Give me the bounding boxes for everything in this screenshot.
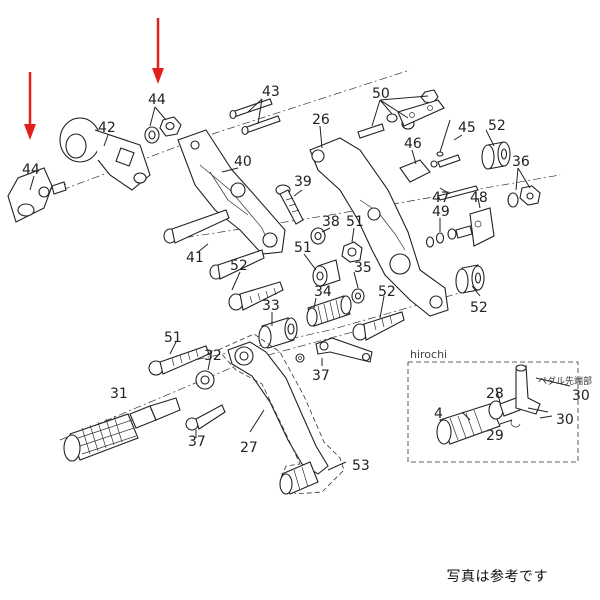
reference-photo-caption: 写真は参考です	[446, 569, 548, 585]
part-37-bolt-lower	[185, 404, 226, 431]
inset-note-pedal-tip: ペダル先端部	[538, 375, 592, 387]
callout-37-upper: 37	[312, 368, 330, 384]
callout-52-left: 52	[230, 258, 248, 274]
callout-33: 33	[262, 298, 280, 314]
part-40-mount-plate	[177, 129, 286, 255]
callout-45: 45	[458, 120, 476, 136]
part-39-pin	[275, 184, 304, 225]
callout-51-middle: 51	[346, 214, 364, 230]
part-51-bolt-left	[148, 345, 210, 376]
part-51-nut-middle	[341, 241, 363, 263]
part-44-nut-washer	[144, 116, 182, 144]
callout-52-lower: 52	[378, 284, 396, 300]
part-33-bearing	[258, 317, 298, 349]
callout-43: 43	[262, 84, 280, 100]
callout-37-lower: 37	[188, 434, 206, 450]
callout-48: 48	[470, 190, 488, 206]
part-47-rod	[437, 185, 479, 201]
part-36-nut	[507, 185, 541, 208]
callout-42: 42	[98, 120, 116, 136]
callout-47: 47	[432, 190, 450, 206]
part-44-clamp-block	[7, 167, 67, 223]
callout-29: 29	[486, 428, 504, 444]
part-52-spacer-lower	[455, 264, 485, 294]
inset-detail-box	[407, 361, 579, 463]
callout-27: 27	[240, 440, 258, 456]
callout-30-upper: 30	[572, 388, 590, 404]
part-35-washer	[351, 288, 365, 304]
part-37-link-arm	[295, 337, 373, 363]
callout-52-right: 52	[470, 300, 488, 316]
callout-31: 31	[110, 386, 128, 402]
part-48-spring	[469, 207, 495, 247]
part-42-clamp-ring	[59, 117, 151, 191]
callout-51-mid-left: 51	[294, 240, 312, 256]
part-46-small-bracket	[399, 154, 461, 183]
callout-30-lower: 30	[556, 412, 574, 428]
callout-53: 53	[352, 458, 370, 474]
callout-38: 38	[322, 214, 340, 230]
callout-52-top: 52	[488, 118, 506, 134]
part-52-collar-middle	[312, 259, 341, 287]
part-45-spring-pin	[436, 119, 451, 157]
callout-44-left: 44	[22, 162, 40, 178]
callout-36: 36	[512, 154, 530, 170]
callout-39: 39	[294, 174, 312, 190]
callout-49: 49	[432, 204, 450, 220]
callout-35: 35	[354, 260, 372, 276]
callout-44-top: 44	[148, 92, 166, 108]
part-32-collar	[195, 370, 215, 390]
callout-numbers: 44 42 44 43 40 39 26 50 45 46 52 36 47 4…	[22, 84, 592, 474]
part-38-bushing	[310, 227, 326, 245]
callout-32: 32	[204, 348, 222, 364]
part-53-pedal-outline	[217, 333, 345, 495]
part-52-bolt-left	[228, 281, 284, 311]
red-arrow-right	[152, 18, 164, 84]
callout-50: 50	[372, 86, 390, 102]
callout-4: 4	[434, 406, 443, 422]
callout-46: 46	[404, 136, 422, 152]
part-50-linkage	[357, 89, 445, 139]
part-41-bolts	[163, 209, 265, 280]
callout-41: 41	[186, 250, 204, 266]
watermark-hirochi: hirochi	[410, 348, 447, 361]
callout-34: 34	[314, 284, 332, 300]
part-43-bolts	[229, 98, 281, 136]
part-52-spacer-top	[481, 141, 511, 170]
red-arrow-left	[24, 72, 36, 140]
part-49-washers	[425, 225, 473, 248]
leader-lines	[29, 95, 571, 471]
callout-40: 40	[234, 154, 252, 170]
part-52-bolt-lower	[352, 311, 405, 341]
callout-51-left: 51	[164, 330, 182, 346]
part-26-main-frame	[309, 137, 449, 317]
callout-28: 28	[486, 386, 504, 402]
part-31-footpeg	[63, 397, 181, 462]
part-34-splined-shaft	[306, 295, 352, 327]
callout-26: 26	[312, 112, 330, 128]
